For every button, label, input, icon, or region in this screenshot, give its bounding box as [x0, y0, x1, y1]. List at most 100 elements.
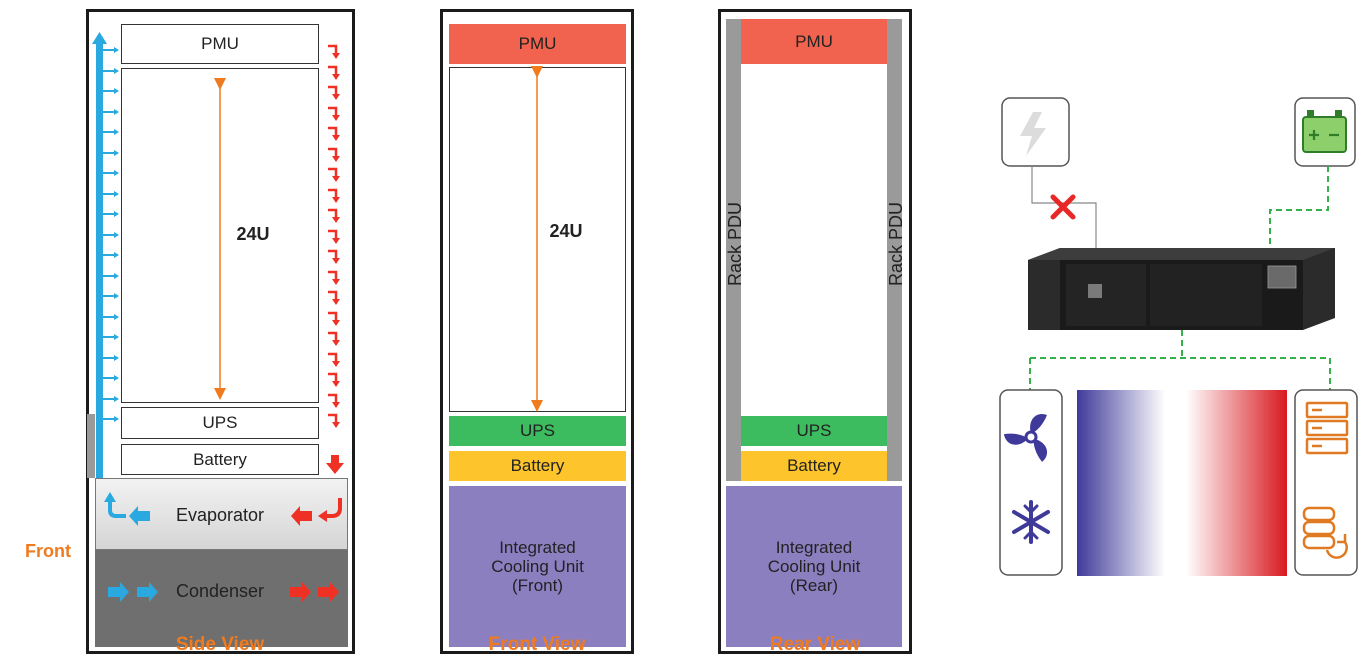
side-view-airflow [92, 32, 344, 602]
side-evaporator-label: Evaporator [175, 504, 265, 525]
hot-air-exhaust-arrow [328, 167, 338, 177]
hot-air-exhaust-head [332, 320, 340, 326]
hot-air-exhaust-arrow [328, 311, 338, 321]
cond-hot-arrow-2 [318, 582, 339, 602]
front-ups-box: UPS [449, 416, 626, 446]
hot-air-exhaust-head [332, 238, 340, 244]
side-battery-box: Battery [121, 444, 319, 475]
cold-air-riser [96, 42, 103, 478]
rear-pdu-right-label: Rack PDU [886, 202, 906, 287]
hot-air-exhaust-arrow [328, 44, 338, 54]
rear-cooling-unit: Integrated Cooling Unit (Rear) [726, 486, 902, 647]
hot-air-exhaust-head [332, 402, 340, 408]
rear-pmu-label: PMU [795, 31, 833, 51]
evap-hot-return-arrow [327, 498, 342, 518]
hot-air-exhaust-head [332, 279, 340, 285]
cold-air-up-arrow [92, 32, 107, 44]
hot-air-exhaust-head [332, 135, 340, 141]
server-icons-card [1294, 389, 1358, 576]
hot-air-exhaust-head [332, 156, 340, 162]
evap-hot-arrow-2 [318, 510, 327, 522]
cold-air-branch-head [114, 170, 119, 176]
cold-air-branches [103, 47, 119, 422]
side-condenser-zone [95, 550, 348, 647]
side-ups-box: UPS [121, 407, 319, 439]
front-pmu-box: PMU [449, 24, 626, 64]
cold-air-branch-head [114, 232, 119, 238]
hot-air-exhaust-arrow [328, 85, 338, 95]
side-pmu-box: PMU [121, 24, 319, 64]
front-battery-label: Battery [510, 456, 565, 475]
cold-air-branch-head [114, 375, 119, 381]
battery-link-line [1269, 166, 1329, 250]
hot-air-exhaust-head [332, 299, 340, 305]
hot-air-exhaust-arrow [328, 208, 338, 218]
side-24u-label: 24U [236, 223, 270, 244]
cold-air-branch-head [114, 252, 119, 258]
hot-air-exhaust-head [332, 258, 340, 264]
rear-pdu-left [726, 19, 741, 481]
rear-pmu-box: PMU [741, 19, 887, 64]
hot-air-exhaust-head [332, 115, 340, 121]
hot-air-exhaust-arrow [328, 147, 338, 157]
hot-air-exhaust-head [332, 217, 340, 223]
rear-battery-label: Battery [787, 456, 841, 475]
side-battery-label: Battery [193, 449, 247, 469]
hot-air-exhaust-head [332, 361, 340, 367]
cold-air-branch-head [114, 129, 119, 135]
cooling-icons-card [999, 389, 1063, 576]
cold-air-branch-head [114, 150, 119, 156]
rear-cooling-label: Integrated Cooling Unit (Rear) [767, 538, 861, 595]
front-ups-label: UPS [520, 421, 555, 440]
hot-air-exhaust-arrow [328, 188, 338, 198]
cold-air-branch-head [114, 211, 119, 217]
temperature-gradient [1077, 390, 1287, 576]
cold-air-branch-head [114, 355, 119, 361]
battery-card [1294, 97, 1356, 167]
rear-pdu-right [887, 19, 902, 481]
hot-air-exhaust-head [332, 340, 340, 346]
cold-air-branch-head [114, 47, 119, 53]
no-mains-x-icon [1050, 194, 1076, 220]
evap-hot-arrow-1 [291, 506, 312, 526]
rear-ups-box: UPS [741, 416, 887, 446]
side-pmu-label: PMU [201, 34, 239, 53]
front-view-caption: Front View [488, 634, 586, 655]
hot-air-exhaust-arrow [328, 352, 338, 362]
hot-air-exhaust-arrow [328, 106, 338, 116]
fan-icon [1003, 413, 1048, 462]
hot-air-exhaust-arrow [328, 413, 338, 423]
cold-air-branch-head [114, 416, 119, 422]
server-rack-icon [1305, 401, 1349, 455]
side-rack-tab [87, 414, 95, 478]
hot-air-exhaust-head [332, 422, 340, 428]
side-ups-label: UPS [202, 413, 238, 432]
front-cooling-unit: Integrated Cooling Unit (Front) [449, 486, 626, 647]
rear-battery-box: Battery [741, 451, 887, 481]
hot-air-exhaust-head [332, 74, 340, 80]
front-cooling-label: Integrated Cooling Unit (Front) [491, 538, 584, 595]
ups-device [1028, 248, 1335, 330]
front-pmu-label: PMU [518, 34, 557, 53]
lightning-icon [1020, 112, 1046, 156]
cold-air-branch-head [114, 293, 119, 299]
front-battery-box: Battery [449, 451, 626, 481]
rear-pdu-left-label: Rack PDU [725, 202, 745, 287]
hot-air-exhaust-head [332, 381, 340, 387]
power-cooling-diagram [999, 97, 1358, 576]
cond-cold-arrow-2 [137, 582, 158, 602]
front-24u-dimension-svg [531, 66, 543, 412]
hot-air-exhaust-arrow [328, 229, 338, 239]
hot-air-exhaust-head [332, 94, 340, 100]
hot-air-exhaust-arrow [328, 393, 338, 403]
front-side-label: Front [25, 541, 71, 561]
hot-air-exhaust-arrow [328, 126, 338, 136]
hot-air-exhaust-arrows [328, 44, 340, 428]
rear-view-caption: Rear View [769, 634, 861, 655]
cold-air-branch-head [114, 68, 119, 74]
hot-air-exhaust-arrow [328, 290, 338, 300]
mains-power-card [1001, 97, 1070, 167]
rear-ups-label: UPS [796, 421, 832, 440]
evap-cold-turn-up-head [104, 492, 116, 502]
hot-air-exhaust-arrow [328, 270, 338, 280]
